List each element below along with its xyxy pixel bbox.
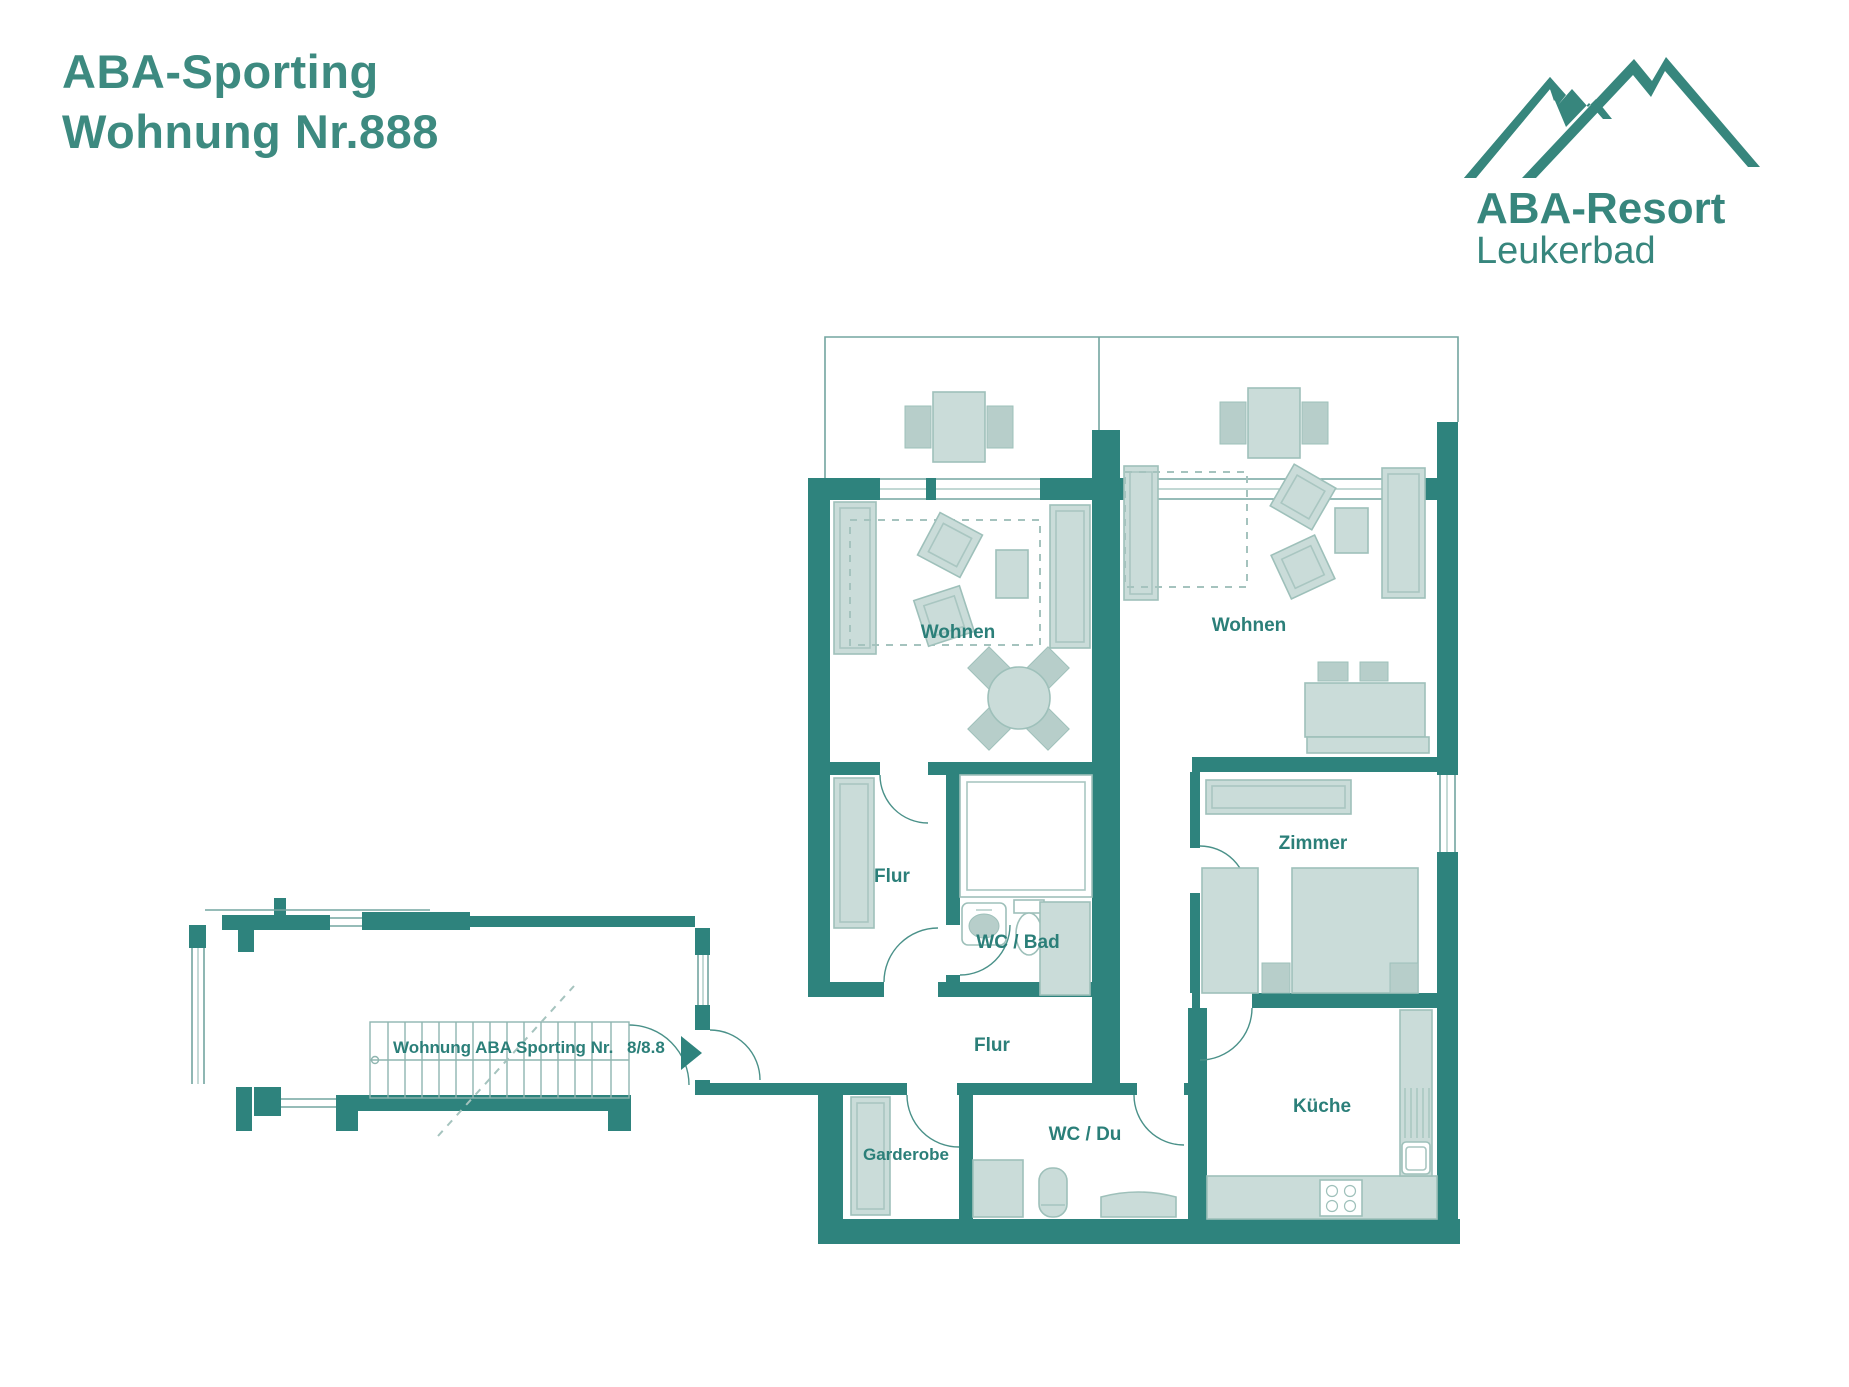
label-kueche: Küche	[1293, 1096, 1351, 1117]
label-flur-upper: Flur	[874, 866, 910, 887]
door-wohnen-left	[879, 774, 929, 824]
logo-brand: ABA-Resort	[1476, 184, 1726, 233]
balcony-chair	[986, 405, 1014, 449]
balcony	[824, 336, 1459, 478]
toilet	[1038, 1167, 1068, 1218]
label-wc-bad: WC / Bad	[976, 932, 1059, 953]
furniture-garderobe-wcdu	[850, 1096, 1177, 1218]
door-wc-bad	[959, 924, 1011, 976]
door-flur-left	[883, 927, 939, 983]
bathtub	[959, 774, 1093, 898]
sofa	[1381, 467, 1426, 599]
stove	[1319, 1179, 1363, 1217]
bed-single	[1201, 867, 1259, 994]
armchair	[912, 584, 976, 648]
label-flur-lower: Flur	[974, 1035, 1010, 1056]
door-wc-du	[1133, 1094, 1185, 1146]
balcony-chair	[1219, 401, 1247, 445]
aba-resort-logo: ABA-Resort Leukerbad	[1462, 55, 1802, 273]
doors	[628, 774, 1253, 1148]
balcony-table	[932, 391, 986, 463]
page-title: ABA-Sporting Wohnung Nr.888	[62, 42, 439, 162]
balcony-chair	[904, 405, 932, 449]
l-sofa	[1304, 661, 1430, 754]
door-entrance	[709, 1029, 761, 1081]
right-arrow-icon	[681, 1036, 702, 1070]
label-zimmer: Zimmer	[1279, 833, 1348, 854]
shower	[1039, 901, 1091, 996]
dining-set	[967, 646, 1070, 751]
shower-tray	[1100, 1191, 1177, 1218]
balcony-table	[1247, 387, 1301, 459]
entrance-annotation: Wohnung ABA Sporting Nr. 8/8.8	[393, 1036, 702, 1070]
toilet	[1013, 899, 1045, 956]
entrance-number: 8/8.8	[627, 1038, 665, 1057]
rug-outline	[849, 519, 1041, 646]
staircase	[369, 985, 630, 1137]
stair-landing-arc	[628, 1024, 690, 1086]
furniture-zimmer	[1201, 779, 1419, 994]
armchair	[916, 511, 984, 579]
label-wohnen-left: Wohnen	[921, 622, 996, 643]
door-garderobe	[906, 1094, 960, 1148]
washer	[972, 1159, 1024, 1218]
armchair	[1269, 463, 1337, 531]
stair-direction-line	[437, 985, 575, 1137]
nightstand	[1261, 962, 1291, 994]
room-labels: Wohnen Wohnen Zimmer Flur WC / Bad Flur …	[863, 615, 1351, 1164]
entrance-text: Wohnung ABA Sporting Nr.	[393, 1038, 613, 1057]
rug-outline	[1124, 471, 1248, 588]
furniture-wohnen-right	[1123, 463, 1430, 754]
furniture-left-flur-bad	[833, 774, 1093, 996]
sofa	[833, 501, 877, 655]
wardrobe	[1205, 779, 1352, 815]
door-kueche	[1199, 1007, 1253, 1061]
round-table	[987, 666, 1051, 730]
title-line-2: Wohnung Nr.888	[62, 105, 439, 159]
logo-location: Leukerbad	[1476, 230, 1656, 272]
furniture-kueche	[1206, 1009, 1438, 1220]
kitchen-sink	[1401, 1141, 1431, 1175]
title-line-1: ABA-Sporting	[62, 45, 379, 98]
sofa	[1123, 465, 1159, 601]
sink	[961, 902, 1007, 946]
balcony-chair	[1301, 401, 1329, 445]
mountain-peaks-icon	[1464, 57, 1760, 178]
armchair	[1270, 534, 1336, 600]
label-garderobe: Garderobe	[863, 1145, 949, 1164]
label-wc-du: WC / Du	[1049, 1124, 1122, 1145]
furniture-wohnen-left	[833, 501, 1091, 751]
label-wohnen-right: Wohnen	[1212, 615, 1287, 636]
fridge	[1404, 1088, 1430, 1138]
nightstand	[1389, 962, 1419, 994]
side-table	[995, 549, 1029, 599]
walls	[189, 422, 1460, 1244]
side-table	[1334, 507, 1369, 554]
